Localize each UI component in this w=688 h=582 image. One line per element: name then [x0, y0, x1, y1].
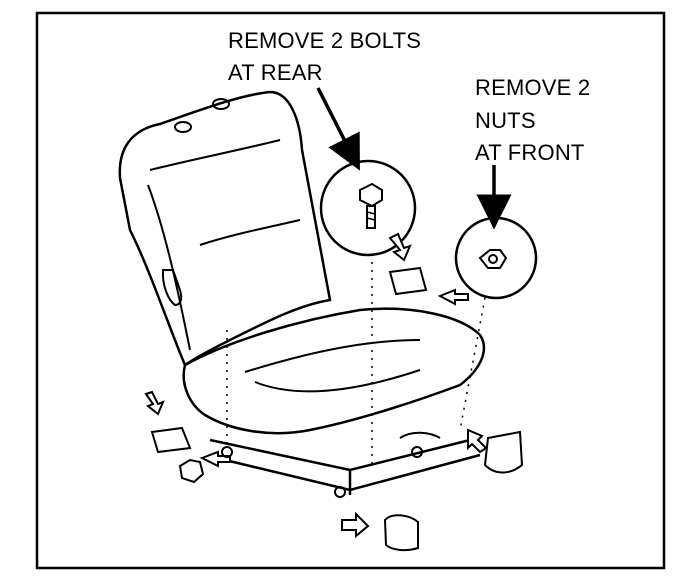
- seat-back: [118, 90, 332, 367]
- border: [35, 11, 666, 570]
- left-trim-cover: [150, 426, 192, 454]
- rear-bolt-pointer-arrow: [316, 87, 360, 171]
- rail-bolt: [334, 486, 346, 498]
- bolt-icon: [359, 182, 383, 229]
- seat-back-seam-lower: [199, 219, 301, 246]
- cushion-seam-2: [254, 369, 421, 393]
- front-cover-arrow: [341, 511, 370, 539]
- rear-bolts-label-line2: AT REAR: [228, 60, 323, 85]
- nut-icon: [478, 249, 508, 269]
- seat-rail-right: [224, 453, 481, 492]
- front-nuts-label-line2: NUTS: [475, 108, 536, 133]
- front-nut-guide: [459, 281, 489, 431]
- left-nut-arrow: [199, 450, 231, 468]
- front-trim-cover: [383, 514, 419, 552]
- track-mechanism: [399, 431, 441, 439]
- rear-rail-bolt: [221, 446, 233, 458]
- seat-cushion: [182, 307, 486, 435]
- seat-back-seam: [149, 139, 281, 171]
- lower-nut-icon: [178, 458, 205, 484]
- right-trim-cover: [483, 430, 524, 474]
- right-cover-arrow: [467, 428, 488, 454]
- rear-bolts-label-line1: REMOVE 2 BOLTS: [228, 28, 422, 53]
- seat-back-side: [147, 184, 191, 351]
- recline-lever: [161, 269, 183, 307]
- front-nuts-label-line3: AT FRONT: [475, 140, 585, 165]
- rear-trim-cover: [388, 266, 428, 296]
- rear-cover-arrow: [388, 232, 412, 262]
- cushion-seam: [244, 339, 421, 373]
- headrest-mount-left: [174, 121, 192, 133]
- headrest-mount-right: [212, 98, 230, 110]
- track-bolt: [411, 446, 423, 458]
- front-nuts-label-line1: REMOVE 2: [475, 75, 591, 100]
- left-cover-arrow: [144, 390, 165, 416]
- rear-trim-arrow: [437, 288, 469, 306]
